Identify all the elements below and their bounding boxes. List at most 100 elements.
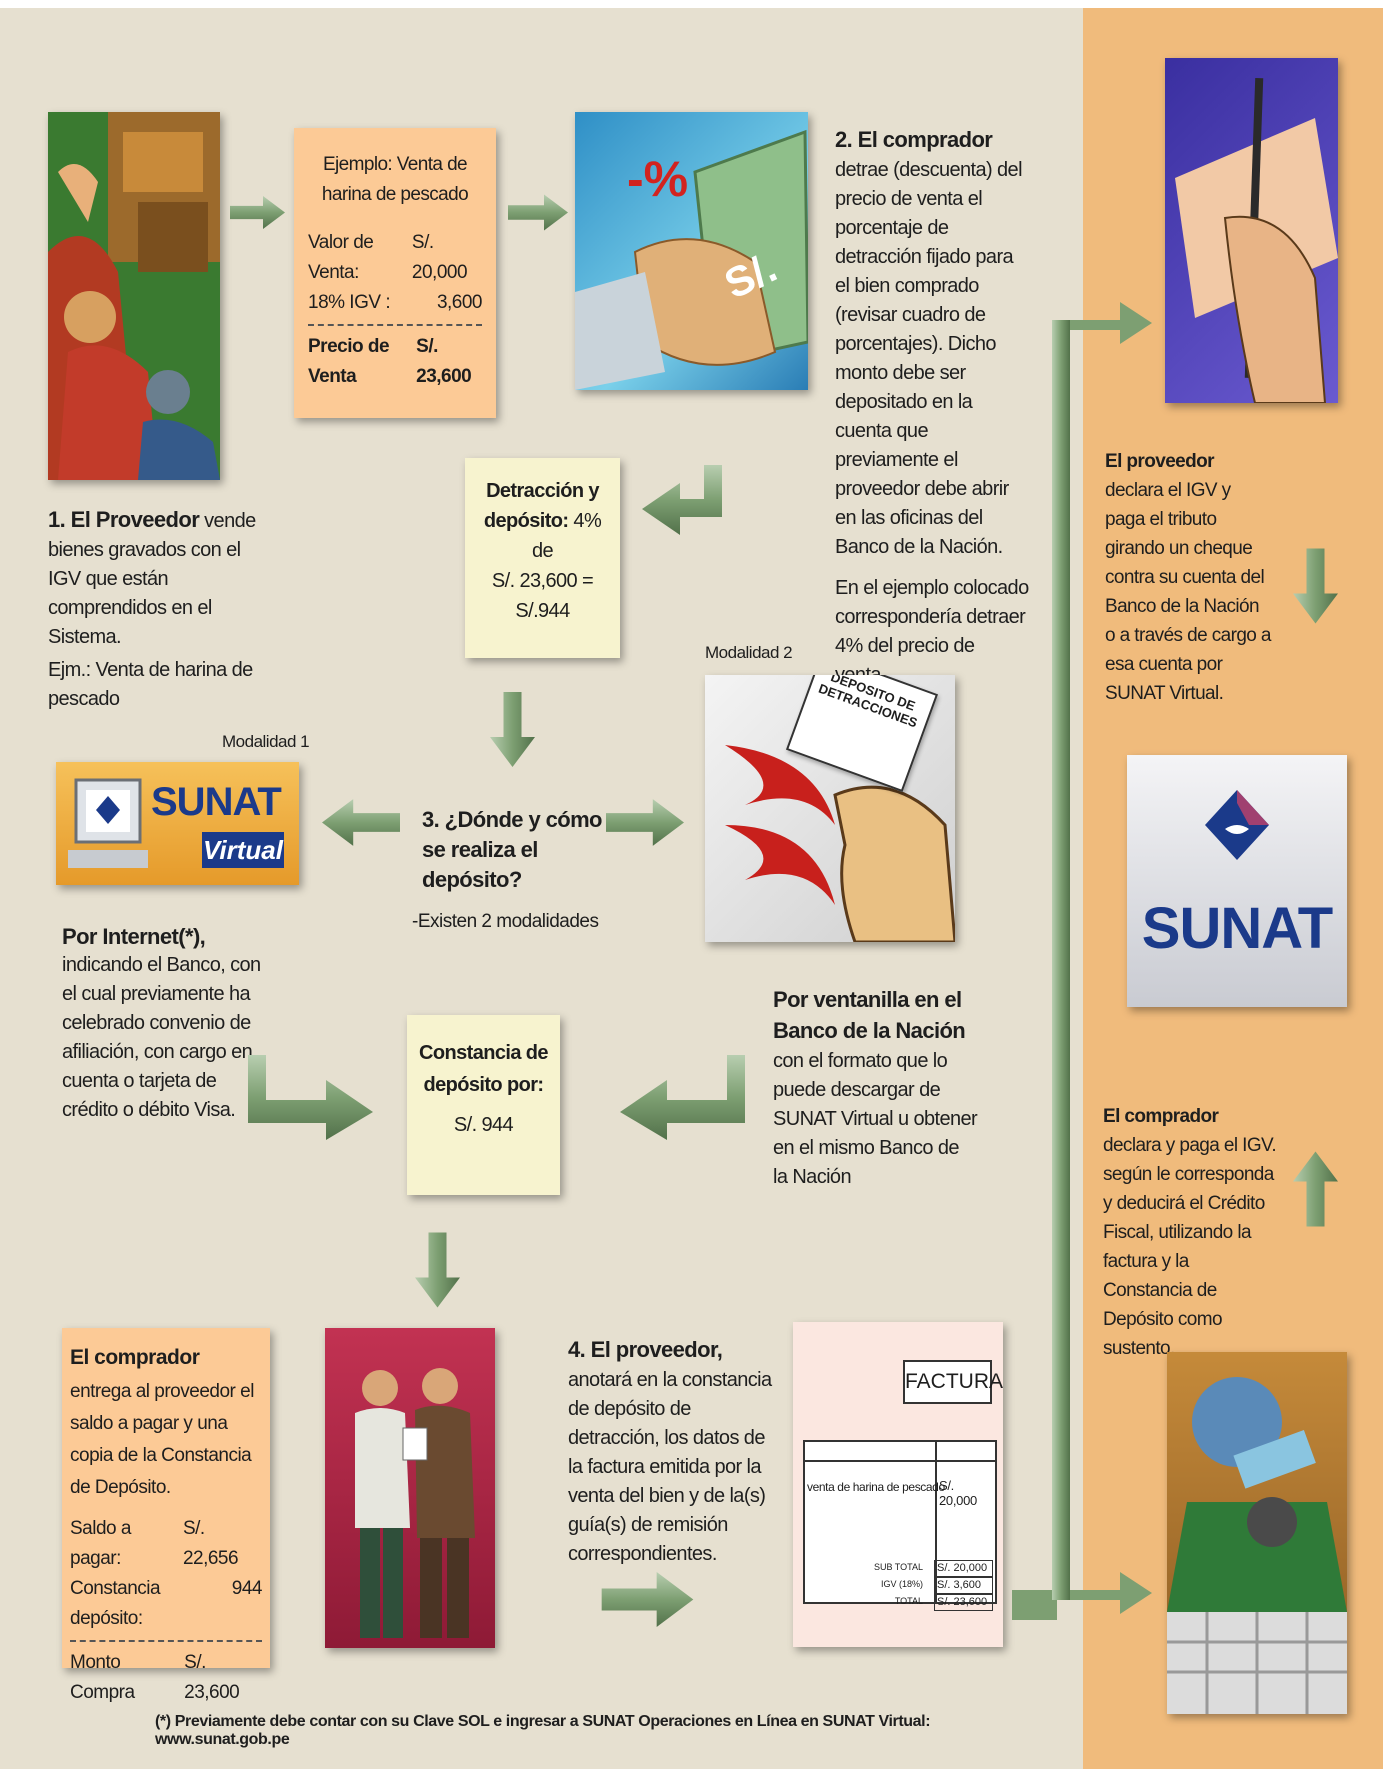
example-row-value: 3,600 [436, 292, 483, 313]
example-total-label: Precio de Venta [308, 336, 390, 387]
pen-hand-icon [1175, 77, 1338, 403]
arrow-corner-right-icon [248, 1055, 373, 1140]
example-note: Ejemplo: Venta de harina de pescado Valo… [294, 128, 496, 418]
divider [308, 324, 482, 326]
sunat-logo-word: SUNAT [1141, 896, 1333, 961]
step1-text: vende bienes gravados con el IGV que est… [48, 510, 256, 648]
provider-declares-bold: El proveedor [1105, 451, 1215, 472]
buyer-row-value: S/. 22,656 [182, 1518, 239, 1569]
invoice-total-value: S/. 20,000 [934, 1560, 993, 1577]
step4-text-block: 4. El proveedor, anotará en la constanci… [568, 1335, 778, 1569]
arrow-down-icon [415, 1232, 460, 1308]
buyer-total-value: S/. 23,600 [184, 1652, 240, 1703]
invoice-item: venta de harina de pescado [807, 1480, 945, 1494]
detraction-title: Detracción y depósito: [483, 480, 600, 532]
invoice-total-value: S/. 3,600 [934, 1577, 993, 1594]
sunat-diamond-icon [1205, 790, 1269, 860]
invoice-item-value: S/. 20,000 [939, 1478, 977, 1508]
arrow-down-icon [490, 692, 535, 767]
invoice-total-value: S/. 23,600 [934, 1594, 993, 1611]
arrow-right-icon [508, 194, 568, 231]
step1-text-block: 1. El Proveedor vende bienes gravados co… [48, 505, 278, 714]
step2-example: En el ejemplo colocado correspondería de… [835, 577, 1029, 686]
signing-illustration [1165, 58, 1338, 403]
example-row-label: Valor de Venta: [308, 232, 374, 283]
modality1-title: Por Internet(*), [62, 924, 206, 949]
deposit-card-illustration: DEPOSITO DE DETRACCIONES [705, 675, 955, 942]
invoice-total-label: IGV (18%) [880, 1579, 923, 1589]
example-row-label: 18% IGV : [308, 292, 391, 313]
buyer-row-value: 944 [231, 1578, 263, 1599]
arrow-connector-icon [1012, 302, 1152, 1620]
sunat-logo: SUNAT [1127, 755, 1347, 1007]
step3-block: 3. ¿Dónde y cómo se realiza el depósito?… [412, 805, 602, 933]
buyer-title: El comprador [70, 1346, 200, 1369]
arrow-right-icon [601, 1572, 694, 1627]
buyer-total-label: Monto Compra [70, 1652, 135, 1703]
example-row: 18% IGV : 3,600 [308, 288, 483, 318]
buyer-note: El comprador entrega al proveedor el sal… [62, 1328, 270, 1703]
divider [70, 1640, 262, 1642]
step3-subtitle: -Existen 2 modalidades [412, 911, 599, 932]
modality2-text-block: Por ventanilla en el Banco de la Nación … [773, 985, 978, 1192]
detraction-line3: S/.944 [515, 600, 570, 622]
provider-scene-icon [48, 112, 220, 480]
buyer-declares-text: declara y paga el IGV. según le correspo… [1103, 1135, 1277, 1359]
arrow-right-icon [606, 799, 684, 846]
money-illustration: -% S/. [575, 112, 808, 390]
modality1-label: Modalidad 1 [222, 732, 310, 751]
example-total-row: Precio de Venta S/. 23,600 [308, 332, 482, 392]
arrow-right-icon [230, 196, 285, 229]
step3-title: 3. ¿Dónde y cómo se realiza el depósito? [422, 807, 602, 892]
buyer-total-row: Monto Compra S/. 23,600 [70, 1648, 262, 1708]
sunat-virtual-word: SUNAT [151, 780, 282, 824]
buyer-declares-bold: El comprador [1103, 1106, 1219, 1127]
step4-text: anotará en la constancia de depósito de … [568, 1369, 772, 1565]
handshake-illustration [325, 1328, 495, 1648]
arrow-corner-left-icon [620, 1055, 745, 1140]
certificate-title: Constancia de depósito por: [419, 1042, 549, 1096]
step2-title: 2. El comprador [835, 127, 993, 152]
invoice-heading: FACTURA [903, 1360, 1003, 1404]
invoice-table: venta de harina de pescado S/. 20,000 [803, 1440, 997, 1604]
detraction-line2: S/. 23,600 = [491, 570, 594, 592]
arrow-return-left-icon [642, 465, 722, 535]
step2-text: detrae (descuenta) del precio de venta e… [835, 159, 1023, 558]
buyer-row: Saldo a pagar: S/. 22,656 [70, 1514, 262, 1574]
provider-declares-text: declara el IGV y paga el tributo girando… [1105, 480, 1272, 704]
man-check-icon [1167, 1377, 1347, 1714]
modality2-text: con el formato que lo puede descargar de… [773, 1050, 978, 1188]
sunat-virtual-logo: SUNAT Virtual [56, 762, 299, 885]
computer-icon [68, 778, 148, 868]
certificate-value: S/. 944 [453, 1114, 514, 1136]
detraction-note: Detracción y depósito: 4% de S/. 23,600 … [465, 458, 620, 658]
arrow-left-icon [322, 799, 400, 846]
example-row-value: S/. 20,000 [411, 232, 468, 283]
modality1-text: indicando el Banco, con el cual previame… [62, 954, 261, 1121]
buyer-row: Constancia depósito: 944 [70, 1574, 263, 1634]
buyer-row-label: Constancia depósito: [70, 1578, 161, 1629]
buyer-declares-block: El comprador declara y paga el IGV. segú… [1103, 1102, 1278, 1363]
buyer-row-label: Saldo a pagar: [70, 1518, 131, 1569]
buyer-text: entrega al proveedor el saldo a pagar y … [70, 1381, 254, 1498]
step2-text-block: 2. El comprador detrae (descuenta) del p… [835, 125, 1030, 690]
invoice-total-label: SUB TOTAL [873, 1562, 923, 1572]
footnote: (*) Previamente debe contar con su Clave… [155, 1713, 931, 1748]
step1-example: Ejm.: Venta de harina de pescado [48, 659, 253, 710]
two-men-icon [355, 1368, 475, 1638]
step1-title: 1. El Proveedor [48, 507, 200, 532]
detraction-line1: 4% de [531, 510, 602, 562]
bank-logo-hand-icon [725, 745, 955, 942]
sunat-virtual-sub: Virtual [202, 832, 284, 868]
certificate-note: Constancia de depósito por: S/. 944 [407, 1015, 560, 1195]
arrow-up-icon [1293, 1151, 1338, 1227]
check-writing-illustration [1167, 1352, 1347, 1714]
invoice-document: FACTURA venta de harina de pescado S/. 2… [793, 1322, 1003, 1647]
example-row: Valor de Venta: S/. 20,000 [308, 228, 482, 288]
modality1-text-block: Por Internet(*), indicando el Banco, con… [62, 922, 262, 1125]
modality2-title: Por ventanilla en el Banco de la Nación [773, 987, 966, 1043]
step4-title: 4. El proveedor, [568, 1337, 723, 1362]
example-total-value: S/. 23,600 [416, 336, 472, 387]
example-note-title: Ejemplo: Venta de harina de pescado [321, 154, 469, 205]
